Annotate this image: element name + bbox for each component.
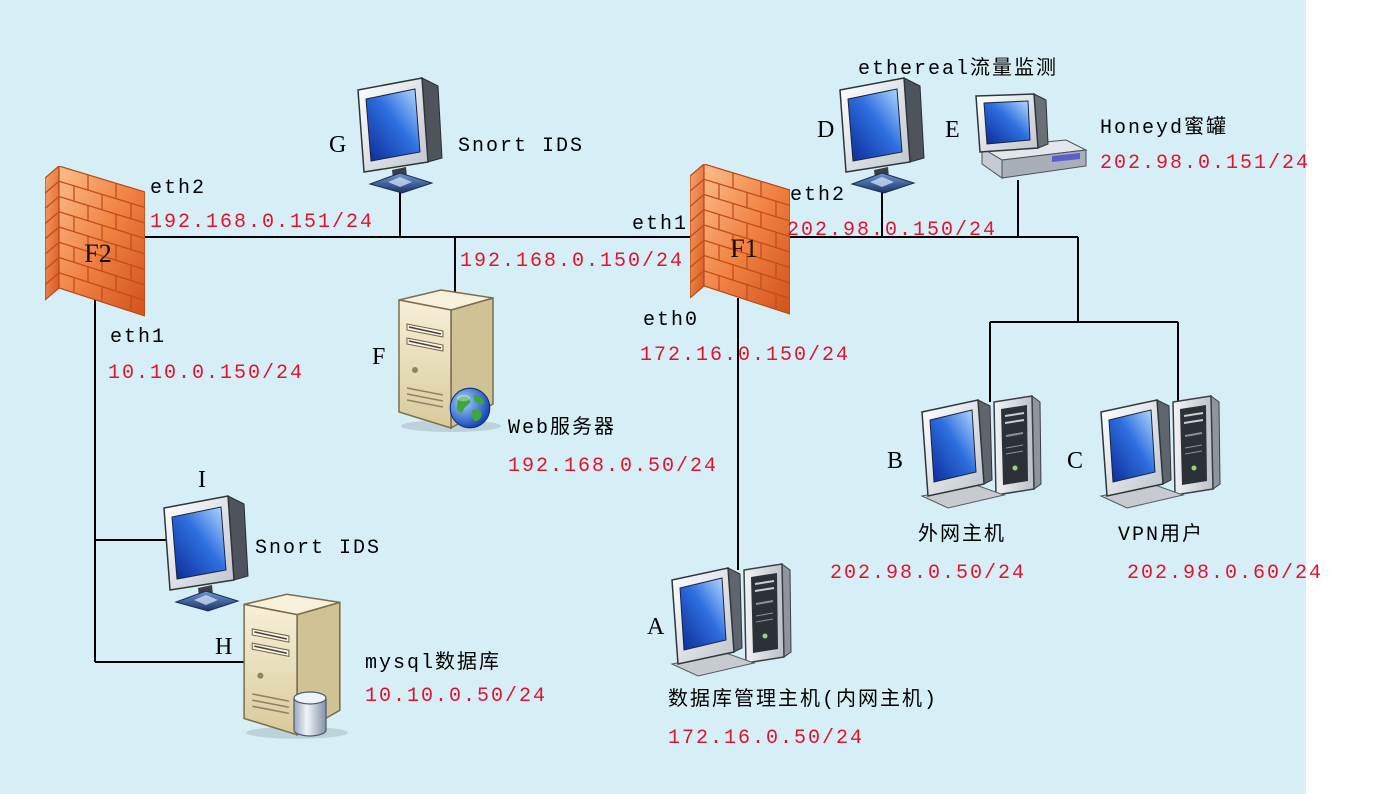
interface-name: eth2: [790, 184, 846, 207]
firewall-f2: F2 eth2 192.168.0.151/24 eth1 10.10.0.15…: [45, 166, 374, 385]
node-ip: 192.168.0.50/24: [508, 455, 718, 478]
node-letter: F: [372, 344, 385, 370]
interface-name: eth0: [643, 309, 699, 332]
node-letter: D: [817, 117, 834, 143]
interface-name: eth2: [150, 177, 206, 200]
node-title: 数据库管理主机(内网主机): [668, 687, 938, 712]
interface-ip: 192.168.0.150/24: [460, 250, 684, 273]
node-d: D ethereal流量监测: [817, 56, 1058, 194]
node-title: Snort IDS: [255, 537, 381, 560]
node-g: G Snort IDS: [329, 77, 584, 194]
workstation-icon: [921, 395, 1042, 509]
node-title: VPN用户: [1118, 522, 1204, 547]
interface-name: eth1: [632, 213, 688, 236]
node-letter: E: [945, 117, 960, 143]
node-b: B 外网主机 202.98.0.50/24: [830, 395, 1042, 585]
interface-ip: 172.16.0.150/24: [640, 344, 850, 367]
database-icon: [293, 691, 327, 737]
globe-icon: [449, 387, 491, 429]
node-a: A 数据库管理主机(内网主机) 172.16.0.50/24: [647, 563, 938, 750]
interface-name: eth1: [110, 326, 166, 349]
node-f: F Web服务器 192.168.0.50/24: [372, 289, 718, 478]
node-title: mysql数据库: [365, 650, 501, 675]
node-h: H mysql数据库 10.10.0.50/24: [215, 593, 547, 740]
node-ip: 202.98.0.151/24: [1100, 152, 1310, 175]
node-e: E Honeyd蜜罐 202.98.0.151/24: [945, 93, 1310, 179]
node-title: ethereal流量监测: [858, 56, 1058, 81]
node-letter: A: [647, 614, 665, 640]
node-title: Web服务器: [508, 415, 616, 440]
node-letter: H: [215, 634, 232, 660]
node-letter: G: [329, 132, 346, 158]
node-ip: 202.98.0.60/24: [1127, 562, 1323, 585]
node-i: I Snort IDS: [163, 467, 381, 612]
firewall-label: F2: [84, 239, 111, 268]
node-letter: C: [1067, 448, 1083, 474]
node-title: 外网主机: [918, 522, 1006, 547]
node-ip: 172.16.0.50/24: [668, 727, 864, 750]
interface-ip: 202.98.0.150/24: [787, 219, 997, 242]
interface-ip: 192.168.0.151/24: [150, 211, 374, 234]
node-letter: B: [887, 448, 903, 474]
interface-ip: 10.10.0.150/24: [108, 362, 304, 385]
workstation-icon: [1100, 395, 1221, 509]
network-links: [94, 180, 1179, 663]
node-ip: 10.10.0.50/24: [365, 685, 547, 708]
node-ip: 202.98.0.50/24: [830, 562, 1026, 585]
firewall-label: F1: [730, 234, 757, 263]
workstation-icon: [671, 563, 792, 677]
node-title: Honeyd蜜罐: [1100, 115, 1228, 140]
node-letter: I: [198, 467, 206, 493]
node-title: Snort IDS: [458, 135, 584, 158]
firewall-f1: F1 eth1 192.168.0.150/24 eth2 202.98.0.1…: [460, 164, 997, 367]
node-c: C VPN用户 202.98.0.60/24: [1067, 395, 1323, 585]
